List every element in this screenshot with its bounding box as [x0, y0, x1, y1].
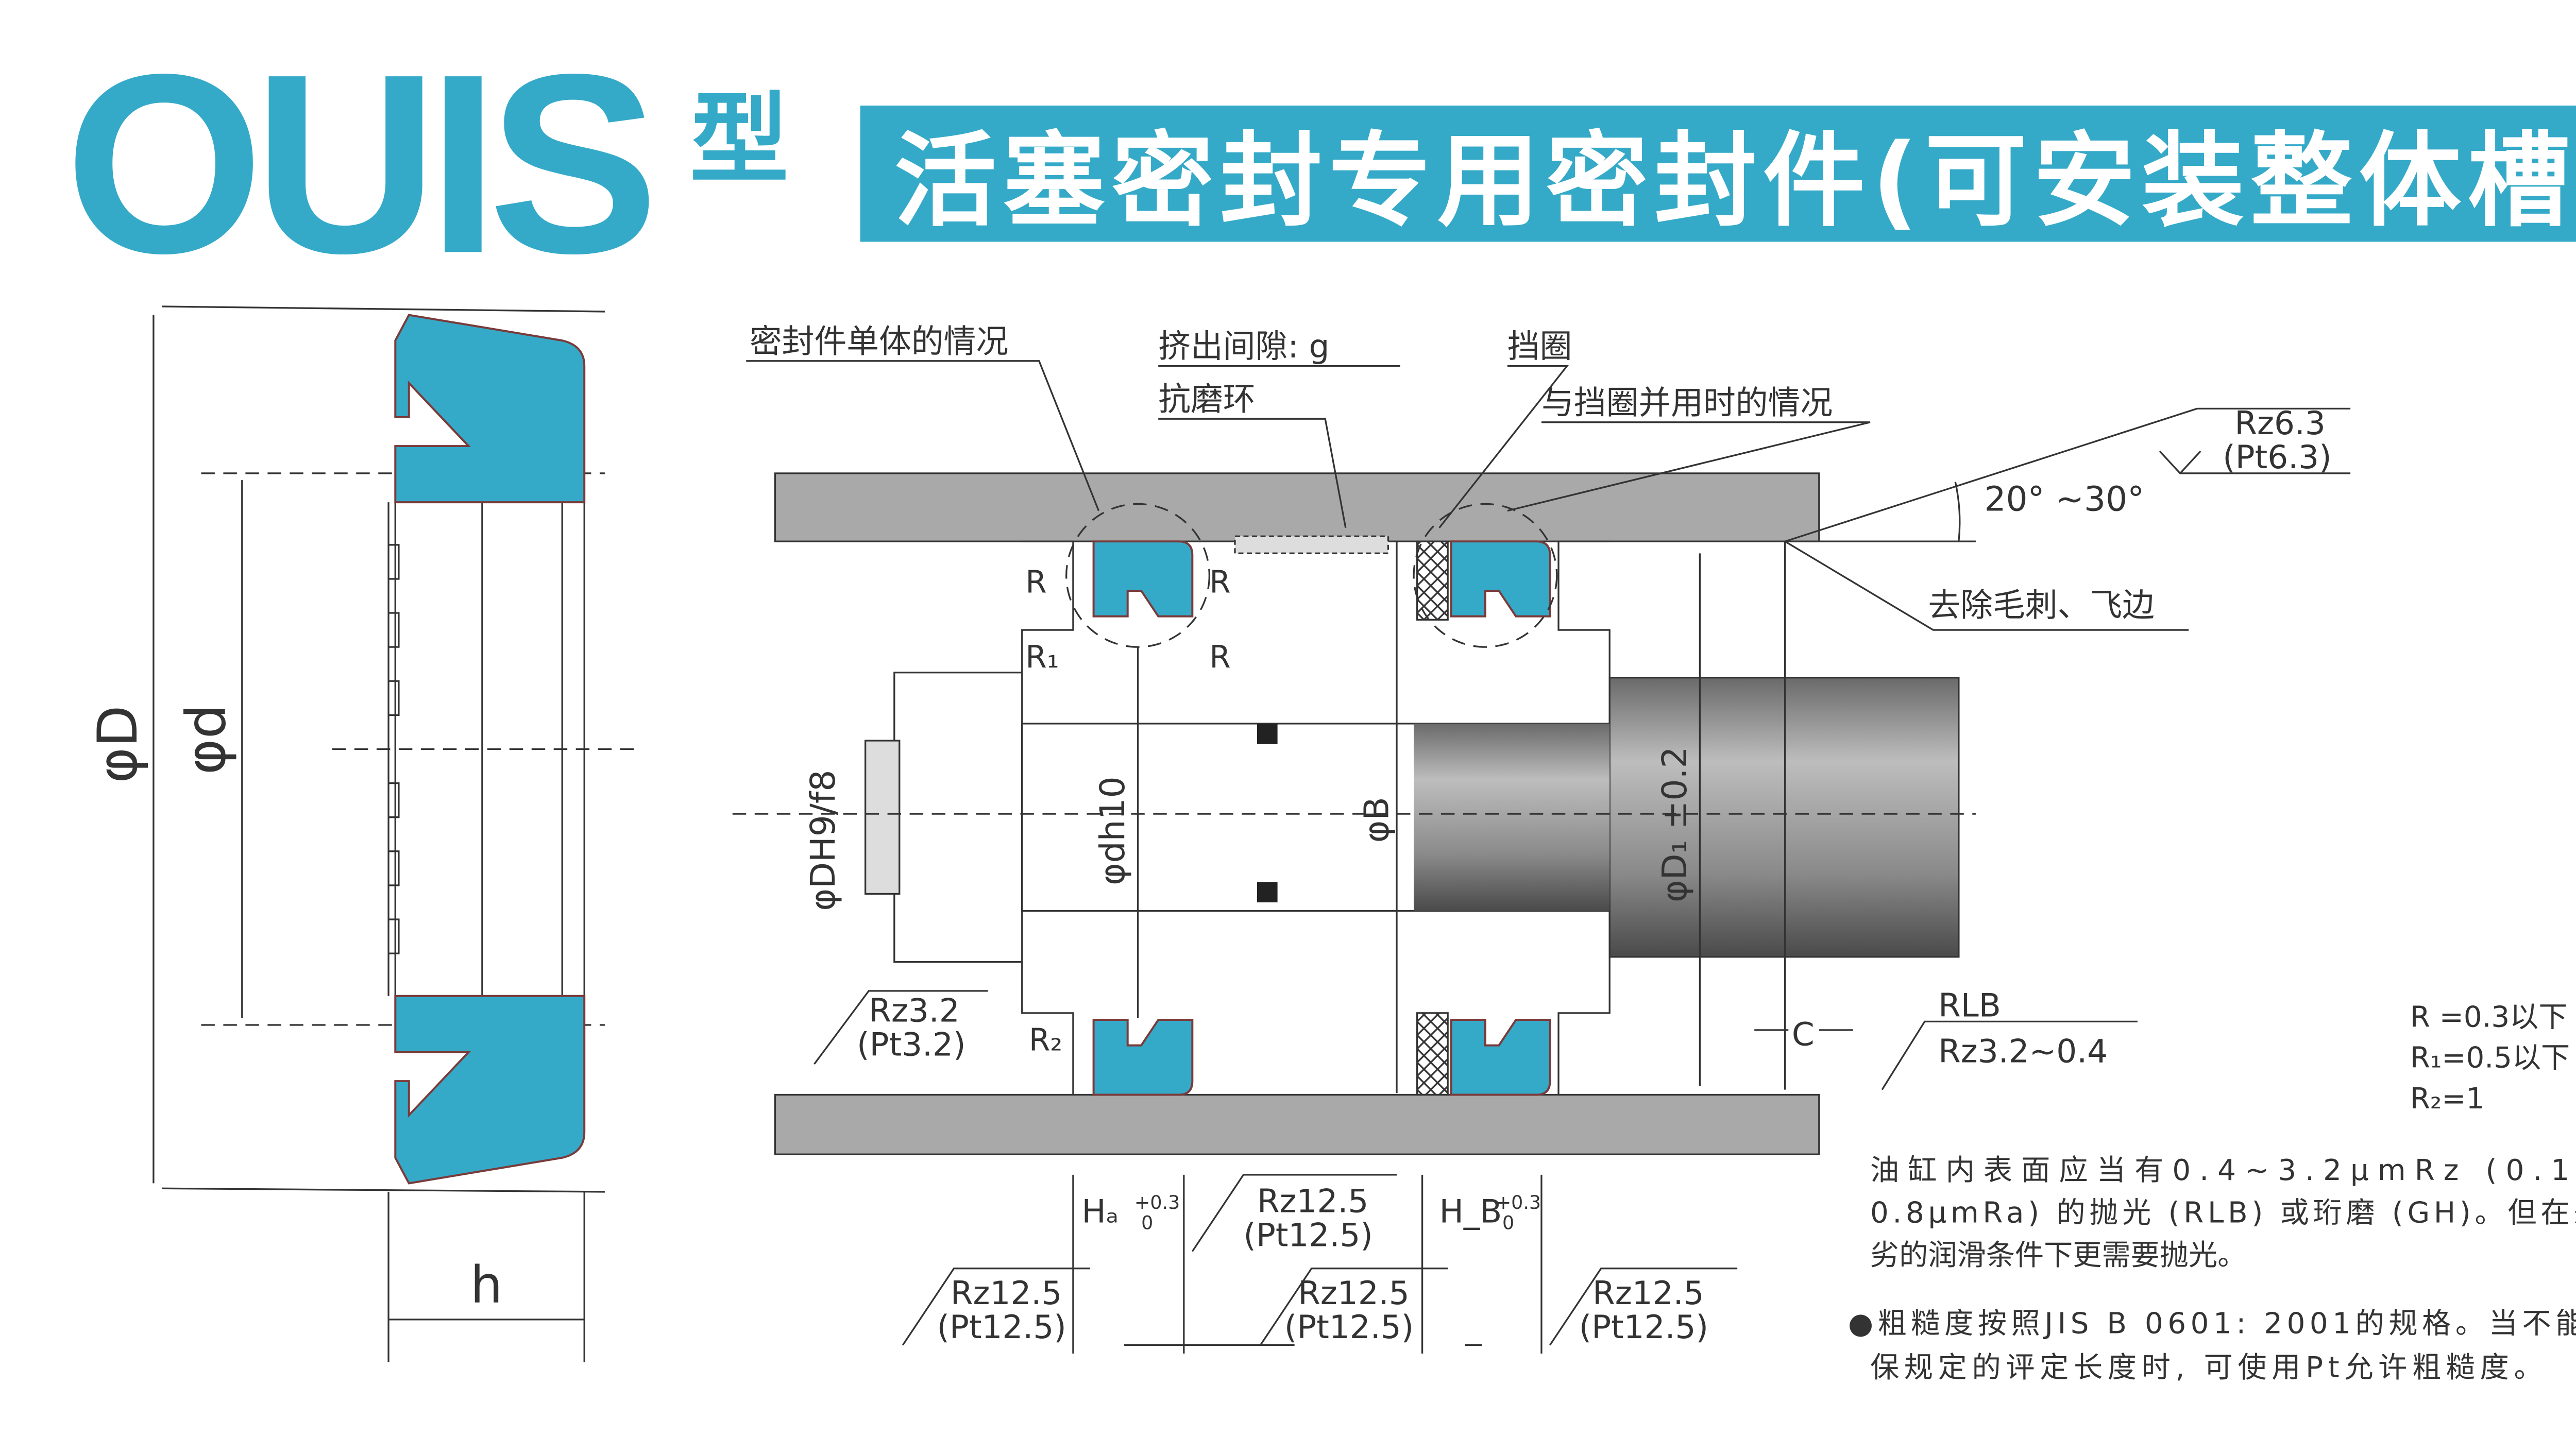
dim-HA: Hₐ	[1081, 1192, 1118, 1230]
dim-B: φB	[1357, 797, 1396, 843]
roughness-pt63: (Pt6.3)	[2223, 438, 2331, 476]
radius-spec-R1: R₁=0.5以下	[2410, 1041, 2570, 1075]
finish-rlb-range: Rz3.2~0.4	[1938, 1033, 2108, 1070]
radius-R-3: R	[1209, 640, 1230, 675]
callout-wear-ring: 抗磨环	[1158, 381, 1255, 418]
callout-single-seal: 密封件单体的情况	[750, 322, 1008, 360]
radius-R-2: R	[1209, 565, 1230, 600]
radius-spec-R2: R₂=1	[2410, 1082, 2484, 1116]
logo: OUIS	[65, 21, 652, 306]
note-line-1: 油缸内表面应当有0.4~3.2μmRz (0.1~	[1870, 1154, 2576, 1187]
roughness-rz125-right: Rz12.5	[1592, 1274, 1704, 1312]
dim-d-label: φd	[175, 704, 238, 775]
callout-extrusion-gap: 挤出间隙: g	[1158, 328, 1329, 365]
dim-dh: φdh10	[1093, 776, 1132, 885]
title-bar	[860, 105, 2576, 242]
roughness-rz32: Rz3.2	[869, 991, 959, 1029]
callout-with-backup: 与挡圈并用时的情况	[1541, 384, 1833, 421]
roughness-rz125-center: Rz12.5	[1298, 1274, 1409, 1312]
page-title: 活塞密封专用密封件(可安装整体槽)	[894, 122, 2576, 241]
roughness-pt125-left: (Pt12.5)	[937, 1308, 1066, 1346]
roughness-pt32: (Pt3.2)	[857, 1025, 965, 1063]
assembly-section	[732, 360, 2351, 1354]
roughness-pt125-mid: (Pt12.5)	[1243, 1217, 1372, 1254]
roughness-rz125-mid: Rz12.5	[1257, 1183, 1368, 1220]
radius-R-1: R	[1025, 565, 1046, 600]
chamfer-angle: 20° ~30°	[1984, 480, 2144, 519]
roughness-rz125-left: Rz12.5	[951, 1274, 1062, 1312]
roughness-rz63: Rz6.3	[2234, 404, 2325, 442]
roughness-pt125-center: (Pt12.5)	[1284, 1308, 1414, 1346]
dim-HB: H_B	[1439, 1192, 1502, 1230]
callout-backup-ring: 挡圈	[1507, 328, 1572, 365]
dim-HA-tol-bot: 0	[1141, 1212, 1153, 1234]
dim-C: C	[1792, 1016, 1815, 1053]
note-line-3: 劣的润滑条件下更需要抛光。	[1870, 1239, 2246, 1272]
radius-spec-R: R =0.3以下	[2410, 1000, 2568, 1034]
dim-D1: φD₁ ±0.2	[1655, 746, 1694, 902]
dim-HB-tol-top: +0.3	[1496, 1191, 1541, 1213]
note-line-2: 0.8μmRa) 的抛光 (RLB) 或珩磨 (GH)。但在恶	[1870, 1196, 2576, 1229]
dim-HA-tol-top: +0.3	[1134, 1191, 1180, 1213]
callout-deburr: 去除毛刺、飞边	[1928, 587, 2155, 624]
seal-side-view: φD φd h	[86, 305, 639, 1362]
roughness-pt125-right: (Pt12.5)	[1579, 1308, 1708, 1346]
dim-HB-tol-bot: 0	[1502, 1212, 1514, 1234]
finish-rlb: RLB	[1938, 986, 2001, 1024]
dim-D-label: φD	[86, 705, 149, 783]
logo-suffix: 型	[690, 82, 789, 197]
dim-h-label: h	[470, 1256, 503, 1315]
note-bullet-2: 保规定的评定长度时, 可使用Pt允许粗糙度。	[1870, 1351, 2543, 1384]
dim-DH: φDH9/f8	[803, 770, 843, 911]
radius-R2: R₂	[1029, 1023, 1062, 1058]
radius-R1: R₁	[1025, 640, 1059, 675]
note-bullet-1: ●粗糙度按照JIS B 0601: 2001的规格。当不能确	[1848, 1307, 2576, 1340]
